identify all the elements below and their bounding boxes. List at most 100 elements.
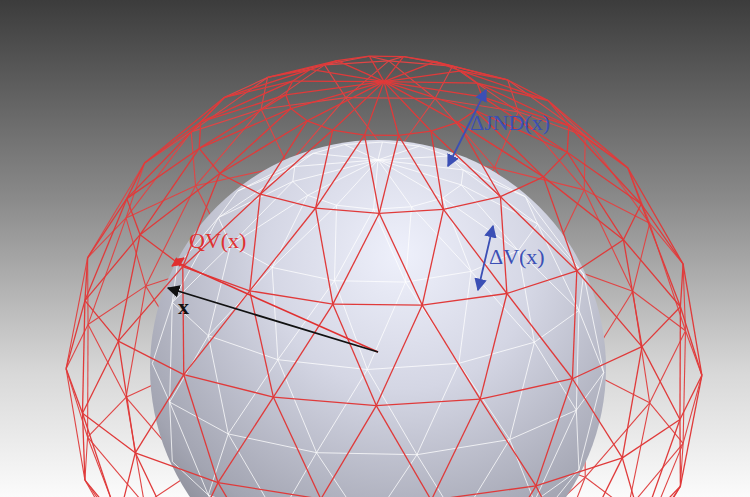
mesh-edge (140, 148, 199, 234)
mesh-edge (199, 122, 201, 148)
mesh-edge (118, 235, 140, 342)
mesh-edge (480, 486, 536, 497)
mesh-edge (228, 434, 278, 497)
mesh-edge (201, 81, 293, 122)
mesh-edge (278, 453, 317, 497)
mesh-edge (250, 291, 333, 304)
mesh-edge (572, 458, 622, 497)
mesh-edge (641, 204, 683, 264)
mesh-edge (431, 486, 536, 497)
mesh-edge (461, 71, 508, 80)
mesh-edge (335, 205, 337, 280)
mesh-edge (683, 375, 702, 443)
mesh-edge (623, 240, 680, 307)
mesh-edge (569, 126, 628, 168)
mesh-edge (88, 218, 126, 325)
q-arrow (172, 258, 184, 266)
mesh-edge (184, 375, 274, 397)
mesh-edge (461, 185, 537, 224)
mesh-edge (376, 305, 422, 405)
mesh-edge (182, 267, 184, 375)
mesh-edge (286, 82, 384, 95)
mesh-edge (431, 131, 501, 197)
mesh-edge (480, 293, 507, 399)
mesh-edge (417, 440, 510, 455)
mesh-edge (337, 61, 384, 82)
mesh-edge (316, 130, 333, 208)
mesh-edge (623, 204, 641, 240)
mesh-edge (459, 271, 471, 363)
mesh-edge (184, 483, 218, 497)
mesh-edge (87, 325, 89, 438)
mesh-edge (291, 109, 307, 121)
mesh-edge (622, 419, 680, 457)
mesh-edge (367, 455, 417, 497)
wireframe-back (66, 56, 702, 497)
mesh-edge (548, 101, 628, 168)
mesh-edge (569, 126, 641, 204)
mesh-edge (170, 402, 209, 495)
mesh-edge (628, 403, 650, 497)
mesh-edge (85, 235, 140, 301)
mesh-edge (127, 163, 145, 199)
mesh-edge (577, 271, 642, 347)
mesh-edge (118, 453, 135, 497)
mesh-edge (680, 375, 702, 419)
mesh-edge (126, 218, 146, 286)
red-ray (176, 262, 378, 352)
mesh-edge (225, 69, 311, 97)
mesh-edge (510, 410, 577, 439)
mesh-edge (679, 307, 681, 420)
mesh-edge (422, 293, 507, 305)
mesh-edge (367, 363, 459, 369)
mesh-edge (250, 194, 261, 291)
mesh-edge (364, 134, 398, 136)
mesh-edge (272, 267, 278, 359)
mesh-edge (679, 419, 681, 486)
mesh-edge (500, 177, 543, 197)
mesh-edge (83, 413, 119, 497)
x-vector (168, 288, 378, 352)
mesh-edge (536, 458, 622, 486)
mesh-edge (379, 209, 443, 213)
mesh-edge (536, 379, 573, 486)
mesh-edge (406, 271, 472, 282)
mesh-edge (633, 291, 686, 331)
mesh-edge (518, 470, 579, 497)
mesh-edge (543, 177, 576, 271)
mesh-edge (307, 121, 333, 130)
mesh-edge (422, 209, 443, 305)
mesh-edge (680, 307, 701, 376)
mesh-edge (118, 267, 182, 342)
mesh-edge (508, 80, 548, 101)
mesh-edge (680, 264, 683, 307)
mesh-edge (293, 167, 295, 182)
mesh-edge (225, 81, 293, 97)
mesh-edge (628, 168, 650, 223)
mesh-edge (399, 131, 431, 135)
mesh-edge (83, 341, 119, 413)
mesh-edge (422, 305, 480, 399)
mesh-edge (369, 56, 384, 81)
mesh-edge (225, 77, 268, 97)
mesh-edge (126, 186, 196, 218)
mesh-edge (127, 122, 201, 199)
mesh-edge (585, 136, 649, 223)
mesh-edge (85, 480, 118, 497)
mesh-edge (152, 302, 172, 363)
mesh-edge (316, 208, 333, 304)
mesh-edge (308, 195, 337, 205)
mesh-edge (384, 82, 399, 136)
mesh-edge (272, 205, 336, 267)
mesh-edge (118, 341, 183, 374)
mesh-edge (367, 370, 417, 455)
mesh-edge (66, 301, 85, 369)
mesh-edge (88, 163, 145, 258)
mesh-edge (208, 336, 278, 360)
mesh-edge (218, 191, 237, 218)
mesh-edge (183, 174, 220, 267)
mesh-edge (208, 495, 278, 497)
mesh-edge (88, 199, 127, 258)
x-label: x (178, 296, 189, 318)
